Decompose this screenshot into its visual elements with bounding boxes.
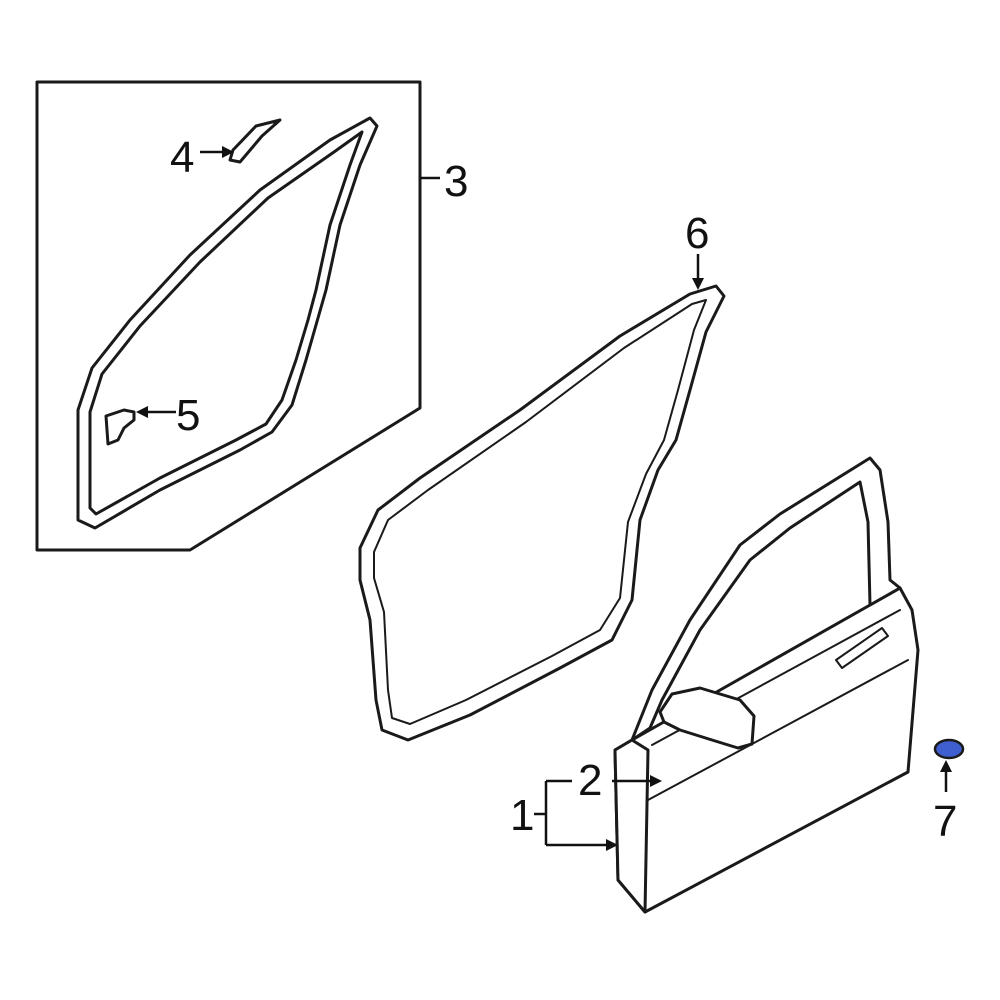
door-panel-edge[interactable]	[613, 738, 650, 914]
door-weatherstrip[interactable]	[358, 284, 726, 742]
inset-box-part-3	[35, 80, 422, 552]
callout-3: 3	[444, 157, 468, 206]
callout-5: 5	[176, 391, 200, 440]
glass-run-channel[interactable]	[76, 116, 379, 530]
door-shell[interactable]	[613, 456, 920, 914]
leader-6	[692, 254, 704, 290]
callout-1: 1	[510, 791, 534, 840]
callout-2: 2	[578, 756, 602, 805]
clip-part-4[interactable]	[228, 118, 282, 164]
callout-6: 6	[685, 209, 709, 258]
leader-7	[940, 760, 952, 792]
leader-1	[534, 779, 618, 851]
leader-4	[200, 146, 234, 158]
leader-2	[612, 775, 662, 787]
leader-5	[136, 406, 176, 418]
retainer-part-5[interactable]	[104, 408, 136, 446]
plug-part-7[interactable]	[933, 738, 965, 760]
callout-7: 7	[933, 797, 957, 846]
callout-4: 4	[170, 133, 194, 182]
